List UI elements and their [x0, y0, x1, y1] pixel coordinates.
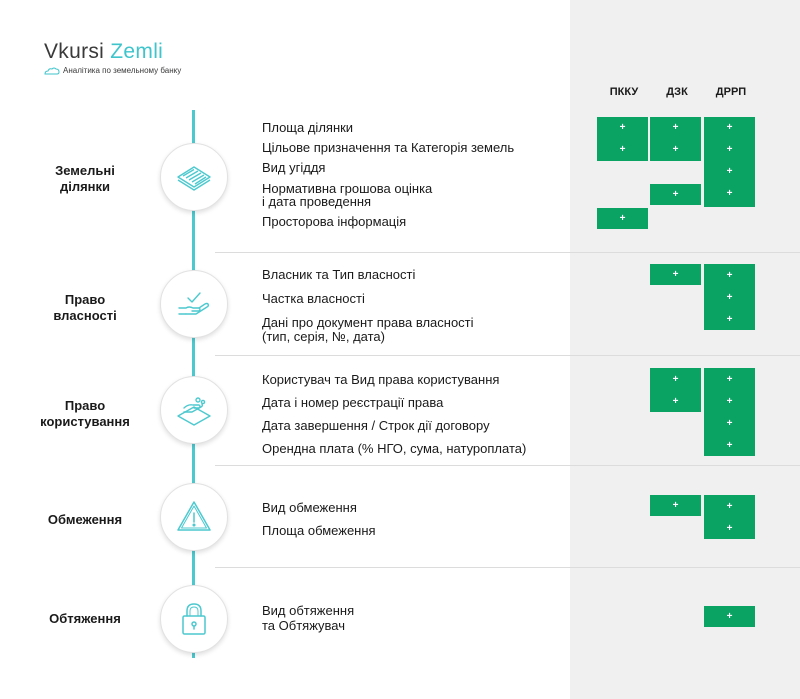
section-label-restrictions: Обмеження: [47, 512, 123, 527]
row-rent-payment: Орендна плата (% НГО, сума, натуроплата): [262, 441, 527, 456]
row-end-date-term: Дата завершення / Строк дії договору: [262, 418, 490, 433]
logo-title: Vkursi Zemli: [44, 40, 163, 64]
hand-check-icon: [178, 292, 210, 315]
row-spatial-info: Просторова інформація: [262, 214, 407, 229]
row-user-usage-type: Користувач та Вид права користування: [262, 372, 500, 387]
section-divider: [215, 355, 800, 356]
cell-mark: + + + +: [704, 368, 755, 456]
usage-right-node: [160, 376, 228, 444]
cell-mark: +: [704, 606, 755, 627]
cell-mark: ++: [650, 117, 701, 161]
restrictions-node: [160, 483, 228, 551]
row-registration-date-number: Дата і номер реєстрації права: [262, 395, 444, 410]
cell-mark: ++: [704, 495, 755, 539]
cell-mark: ++: [650, 368, 701, 412]
section-divider: [215, 465, 800, 466]
logo-subtitle: Аналітика по земельному банку: [44, 66, 181, 75]
source-columns-panel: [570, 0, 800, 699]
section-label-ownership: Право власності: [53, 292, 117, 323]
row-plot-area: Площа ділянки: [262, 120, 354, 135]
encumbrances-node: [160, 585, 228, 653]
logo-word-vkursi: Vkursi: [44, 40, 105, 63]
column-header-dzk: ДЗК: [666, 86, 688, 98]
hand-land-icon: [177, 397, 211, 426]
cell-mark: +: [650, 184, 701, 205]
section-divider: [215, 567, 800, 568]
ownership-node: [160, 270, 228, 338]
row-ownership-document: Дані про документ права власності: [262, 315, 474, 330]
land-plot-node: [160, 143, 228, 211]
logo-subtitle-text: Аналітика по земельному банку: [63, 66, 182, 75]
row-encumbrance-type: Вид обтяження: [262, 603, 355, 618]
row-restriction-type: Вид обмеження: [262, 500, 357, 515]
cloud-icon: [44, 67, 60, 75]
cell-mark: +: [650, 264, 701, 285]
section-label-land-plots: Земельні ділянки: [55, 163, 115, 194]
land-plot-icon: [177, 166, 211, 191]
logo: Vkursi Zemli Аналітика по земельному бан…: [44, 40, 181, 75]
cell-mark: + + +: [704, 264, 755, 330]
section-divider: [215, 252, 800, 253]
logo-word-zemli: Zemli: [110, 40, 164, 63]
warning-icon: [177, 501, 211, 531]
lock-icon: [182, 603, 206, 635]
cell-mark: + + + +: [704, 117, 755, 207]
row-land-type: Вид угіддя: [262, 160, 326, 175]
column-header-pkku: ПККУ: [609, 86, 639, 98]
cell-mark: +: [597, 208, 648, 229]
row-ownership-share: Частка власності: [262, 291, 365, 306]
cell-mark: +: [650, 495, 701, 516]
section-label-usage-right: Право користування: [40, 398, 130, 429]
row-encumbrancer: та Обтяжувач: [262, 618, 346, 633]
row-normative-value-date: і дата проведення: [262, 194, 372, 209]
row-purpose-category: Цільове призначення та Категорія земель: [262, 140, 515, 155]
row-owner-type: Власник та Тип власності: [262, 267, 416, 282]
row-restriction-area: Площа обмеження: [262, 523, 376, 538]
row-normative-value: Нормативна грошова оцінка: [262, 181, 433, 196]
row-ownership-document-details: (тип, серія, №, дата): [262, 329, 385, 344]
section-label-encumbrances: Обтяження: [49, 611, 121, 626]
column-header-drrp: ДРРП: [715, 86, 747, 98]
cell-mark: ++: [597, 117, 648, 161]
